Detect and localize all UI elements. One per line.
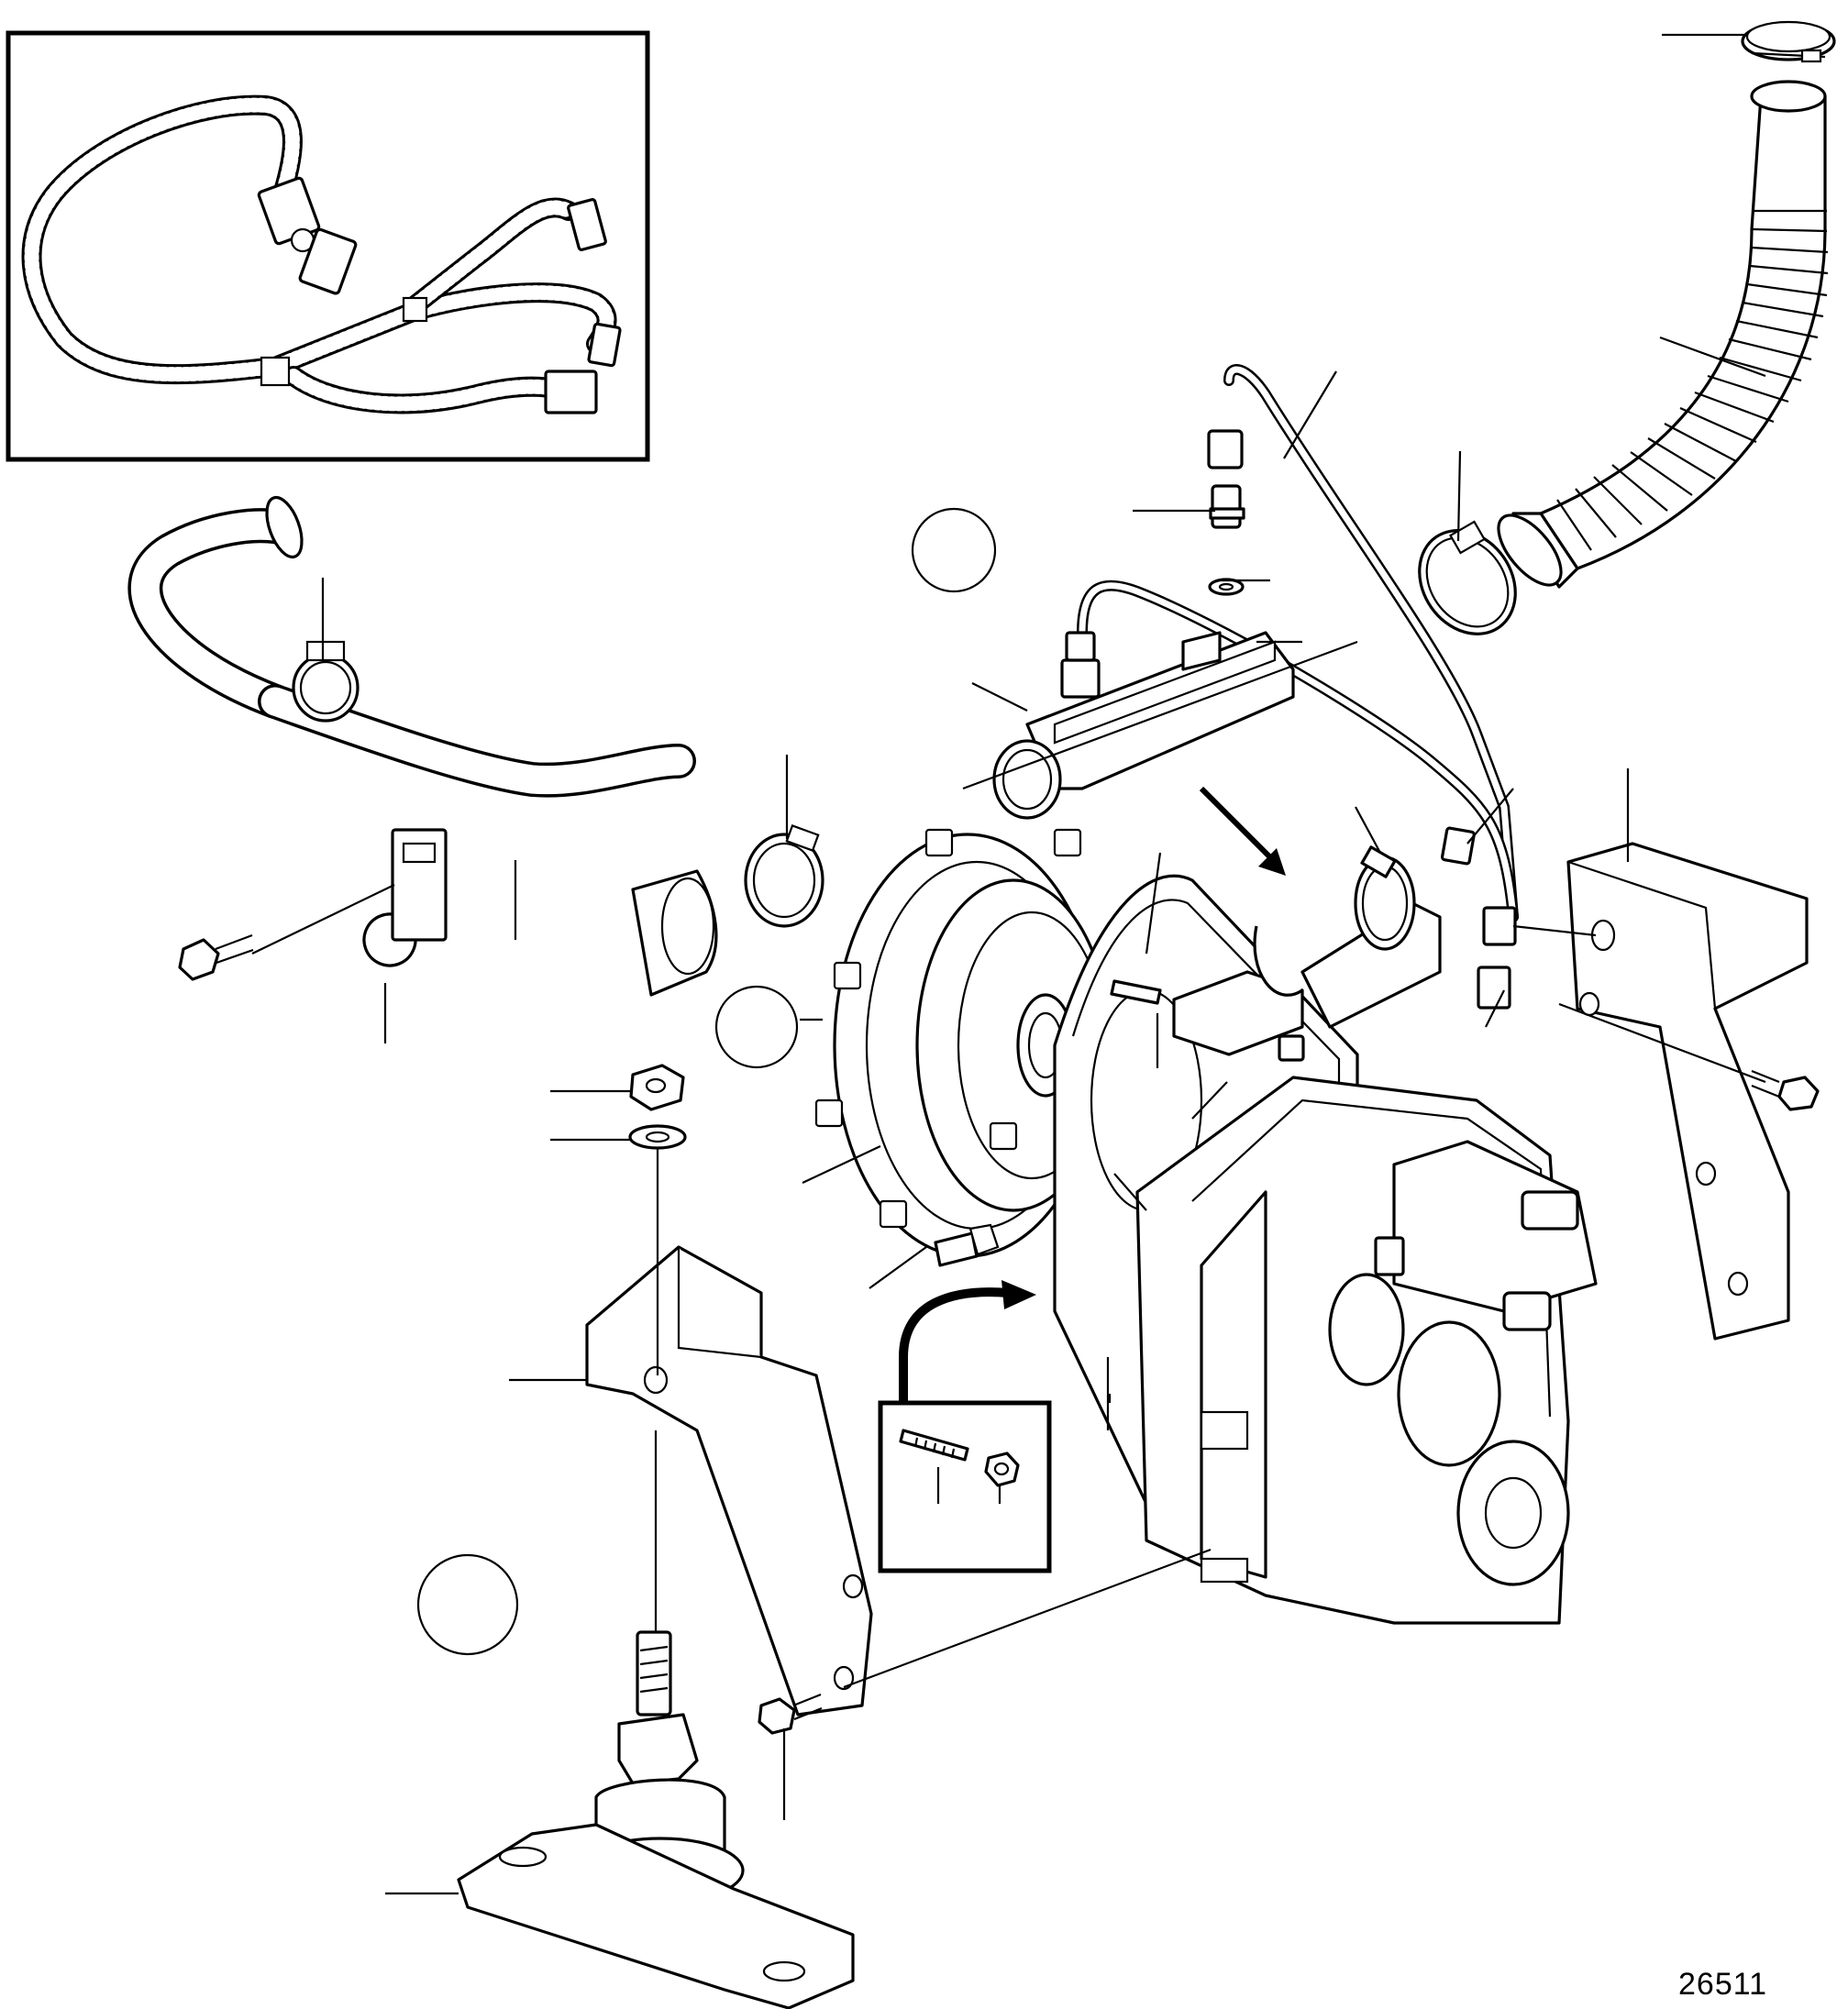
figure-reference-number: 26511 [1678, 1967, 1768, 2002]
bracket-clip [391, 828, 448, 942]
engine-bracket-left [585, 1245, 873, 1716]
bolt-right [1751, 1069, 1820, 1111]
wiring-harness [21, 94, 622, 414]
stud-gearbox [1110, 979, 1162, 1005]
bolt-left [178, 933, 254, 981]
engine-bracket-right [1566, 842, 1809, 1341]
position-circles [416, 507, 997, 1656]
wiring-harness-inset [6, 30, 650, 462]
water-hose-left [127, 495, 718, 997]
stud-kit-box [878, 1400, 1052, 1573]
reverse-gear-unit [1053, 874, 1598, 1625]
damper-bolt [934, 1223, 1000, 1267]
leader-lines [251, 33, 1766, 1895]
hose-clamp-right [1418, 520, 1517, 635]
corrugated-hose [1497, 80, 1829, 589]
washer-left [628, 1124, 687, 1150]
direction-arrow [1199, 786, 1286, 876]
hose-clamp-top [1741, 20, 1836, 63]
nut-left [629, 1064, 685, 1111]
rubber-engine-mount [457, 1630, 855, 2009]
coolant-pipe [1077, 364, 1519, 1010]
hose-clamp-left-top [292, 640, 360, 723]
oil-cooler [992, 631, 1302, 820]
shift-solenoid [1172, 845, 1442, 1056]
callout-arrow [899, 1280, 1036, 1403]
hose-clamp-cooler [744, 824, 824, 928]
bolt-bottom [758, 1693, 823, 1735]
